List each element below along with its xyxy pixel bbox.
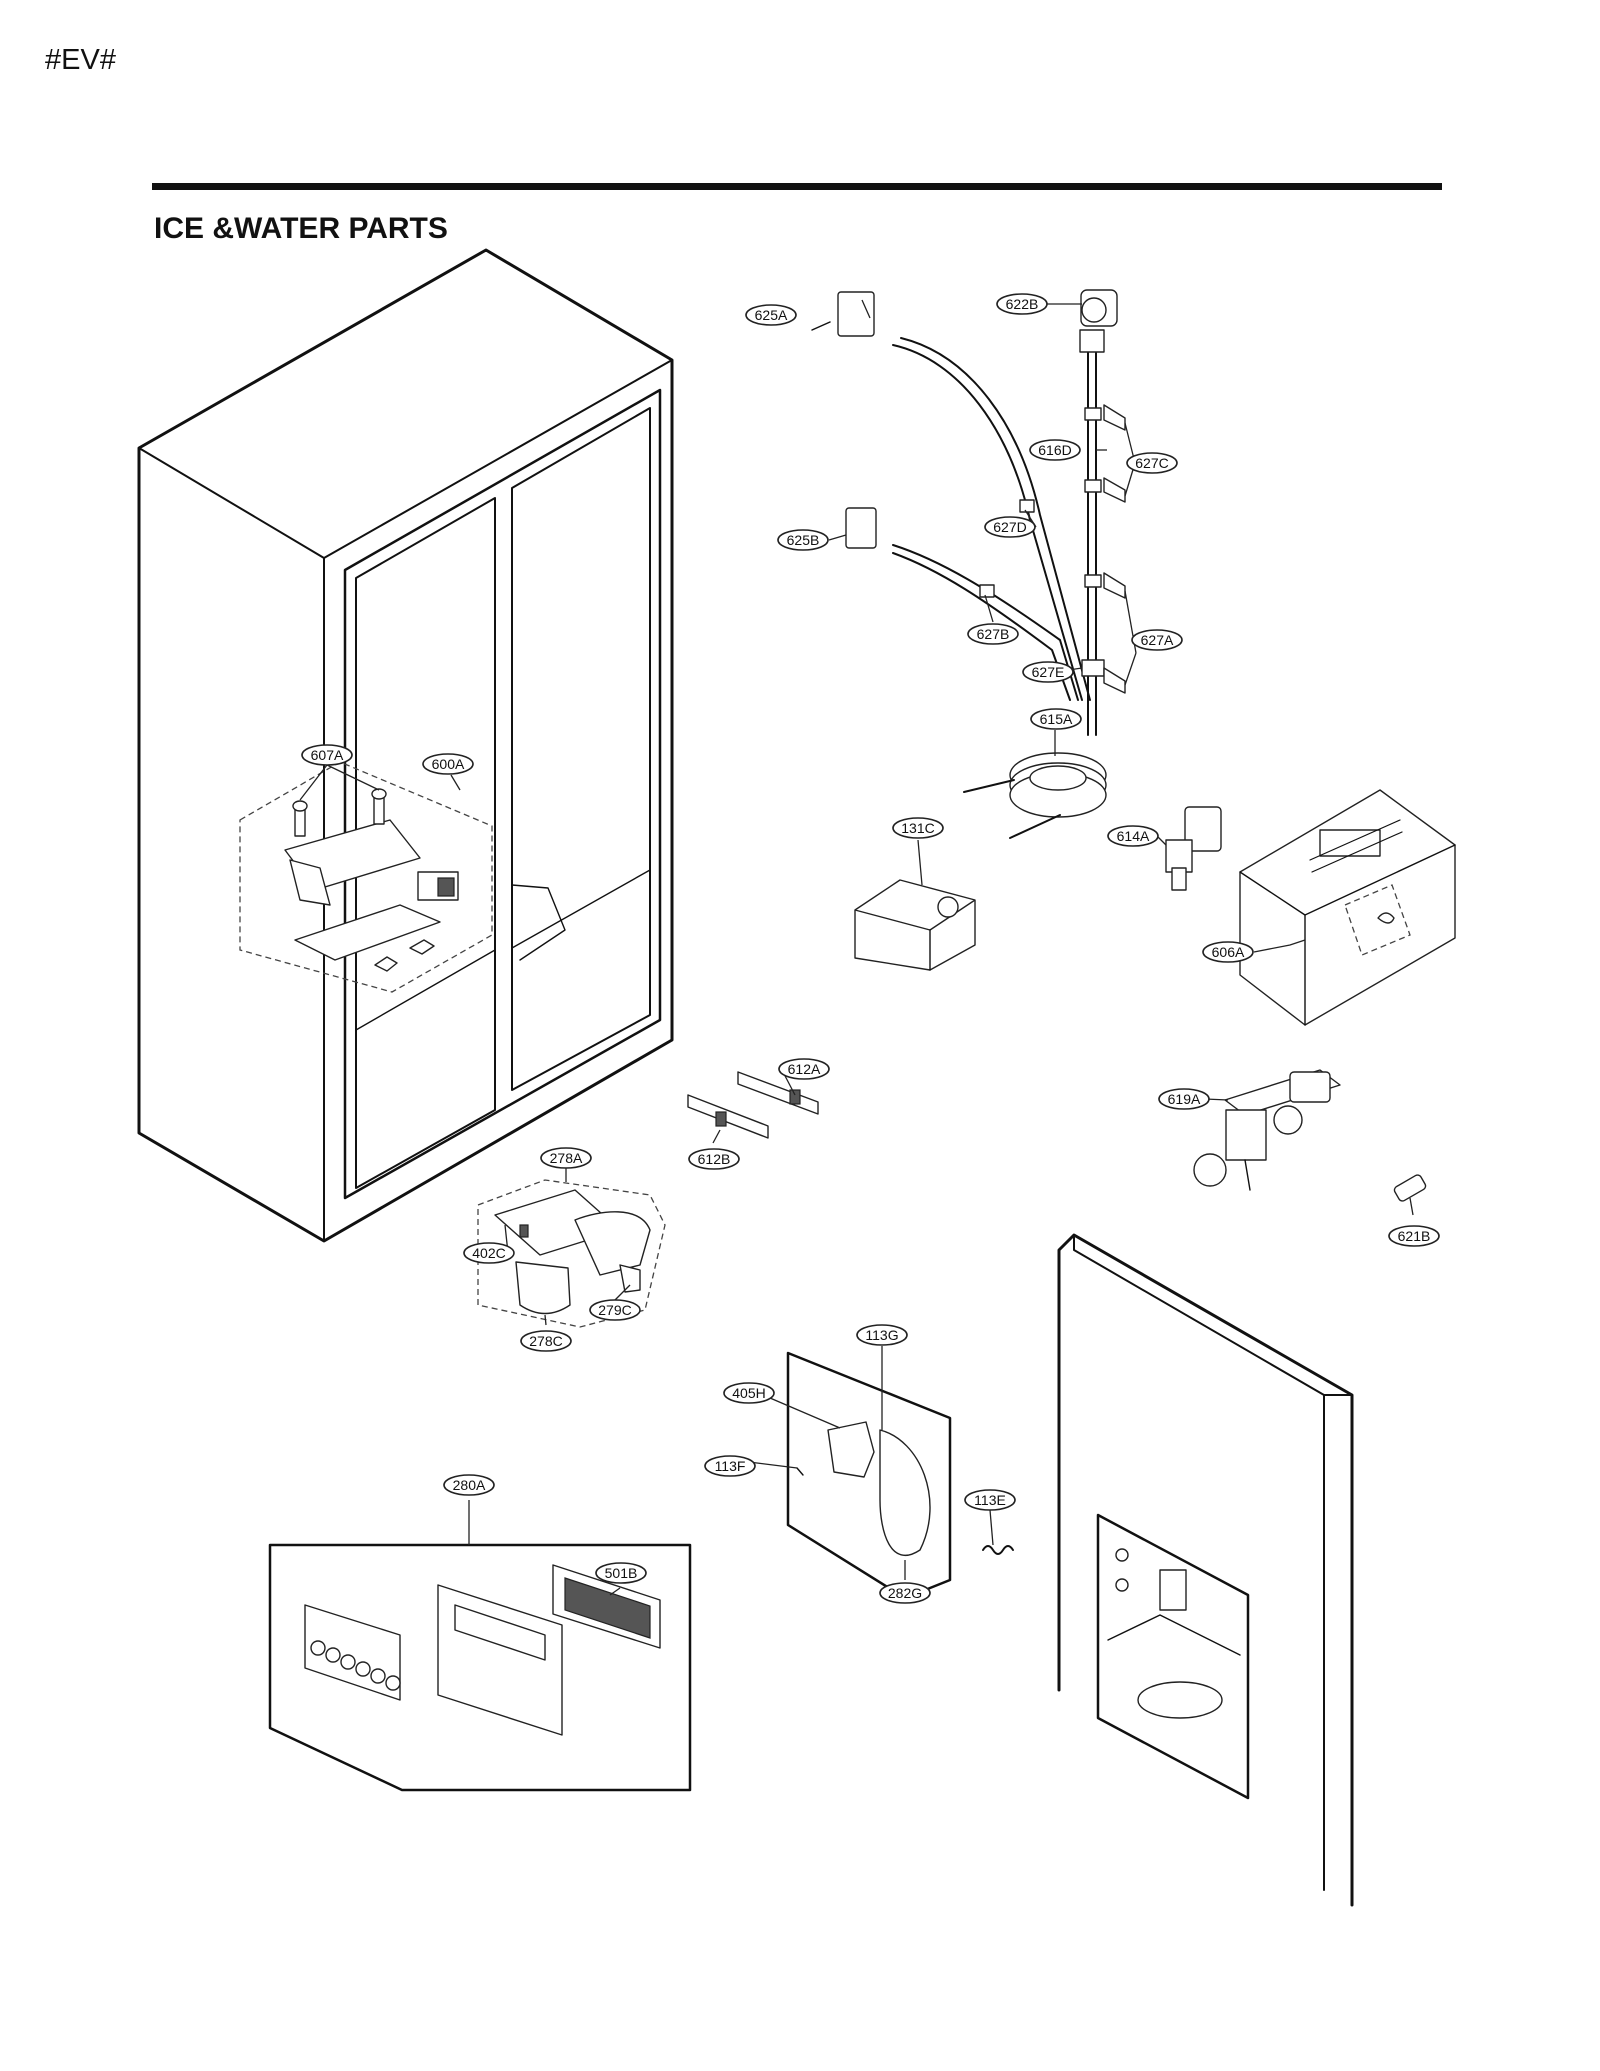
callout-279C: 279C <box>589 1299 641 1321</box>
svg-text:402C: 402C <box>472 1245 505 1261</box>
freezer-door <box>1057 1233 1354 1907</box>
callout-625B: 625B <box>777 529 829 551</box>
callout-625A: 625A <box>745 304 797 326</box>
svg-text:612A: 612A <box>788 1061 821 1077</box>
svg-text:600A: 600A <box>432 756 465 772</box>
dispenser-valve <box>1165 806 1222 891</box>
callout-627E: 627E <box>1022 661 1074 683</box>
callout-600A: 600A <box>422 753 474 775</box>
tube-connectors <box>811 291 877 549</box>
svg-text:607A: 607A <box>311 747 344 763</box>
callout-627A: 627A <box>1131 629 1183 651</box>
callout-282G: 282G <box>879 1582 931 1604</box>
callout-612B: 612B <box>688 1148 740 1170</box>
svg-text:627E: 627E <box>1032 664 1065 680</box>
corner-code: #EV# <box>45 44 116 76</box>
svg-text:627B: 627B <box>977 626 1010 642</box>
callout-627B: 627B <box>967 623 1019 645</box>
callout-627C: 627C <box>1126 452 1178 474</box>
callout-501B: 501B <box>595 1562 647 1584</box>
svg-text:615A: 615A <box>1040 711 1073 727</box>
header-rule <box>152 183 1442 190</box>
callout-278C: 278C <box>520 1330 572 1352</box>
svg-text:627C: 627C <box>1135 455 1168 471</box>
refrigerator-cabinet <box>137 248 674 1243</box>
callout-621B: 621B <box>1388 1225 1440 1247</box>
callout-615A: 615A <box>1030 708 1082 730</box>
callout-131C: 131C <box>892 817 944 839</box>
svg-text:612B: 612B <box>698 1151 731 1167</box>
svg-text:627A: 627A <box>1141 632 1174 648</box>
dispenser-lever-group <box>786 1351 952 1600</box>
svg-text:616D: 616D <box>1038 442 1071 458</box>
coiled-water-tube <box>963 752 1107 839</box>
ice-chute-assembly <box>477 1179 666 1328</box>
svg-text:405H: 405H <box>732 1385 765 1401</box>
panel-buttons <box>310 1640 401 1691</box>
water-tubing <box>892 289 1126 736</box>
water-inlet-valve <box>1193 1069 1341 1191</box>
svg-text:131C: 131C <box>901 820 934 836</box>
valve-bracket-housing <box>1239 789 1456 1026</box>
svg-text:501B: 501B <box>605 1565 638 1581</box>
callout-113G: 113G <box>856 1324 908 1346</box>
svg-text:113F: 113F <box>715 1458 746 1474</box>
callout-627D: 627D <box>984 516 1036 538</box>
callout-612A: 612A <box>778 1058 830 1080</box>
svg-text:606A: 606A <box>1212 944 1245 960</box>
ice-maker-assembly <box>239 761 493 993</box>
leader-lines <box>299 299 1414 1596</box>
callout-622B: 622B <box>996 293 1048 315</box>
svg-text:625B: 625B <box>787 532 820 548</box>
callout-607A: 607A <box>301 744 353 766</box>
spring <box>982 1545 1014 1555</box>
callout-616D: 616D <box>1029 439 1081 461</box>
svg-text:622B: 622B <box>1006 296 1039 312</box>
callout-614A: 614A <box>1107 825 1159 847</box>
svg-text:619A: 619A <box>1168 1091 1201 1107</box>
callout-402C: 402C <box>463 1242 515 1264</box>
section-title: ICE &WATER PARTS <box>154 212 448 245</box>
callout-280A: 280A <box>443 1474 495 1496</box>
svg-text:113G: 113G <box>865 1327 898 1343</box>
svg-text:279C: 279C <box>598 1302 631 1318</box>
ice-bucket <box>854 879 976 971</box>
callout-113E: 113E <box>964 1489 1016 1511</box>
svg-text:625A: 625A <box>755 307 788 323</box>
control-panel-group <box>268 1543 692 1792</box>
dispenser-rails <box>687 1071 819 1139</box>
callout-606A: 606A <box>1202 941 1254 963</box>
svg-text:621B: 621B <box>1398 1228 1431 1244</box>
callout-278A: 278A <box>540 1147 592 1169</box>
callout-113F: 113F <box>704 1455 756 1477</box>
svg-text:614A: 614A <box>1117 828 1150 844</box>
svg-text:278A: 278A <box>550 1150 583 1166</box>
svg-text:278C: 278C <box>529 1333 562 1349</box>
svg-text:627D: 627D <box>993 519 1026 535</box>
tube-fitting <box>1393 1174 1427 1202</box>
svg-text:113E: 113E <box>974 1492 1006 1508</box>
callout-405H: 405H <box>723 1382 775 1404</box>
callout-619A: 619A <box>1158 1088 1210 1110</box>
svg-text:282G: 282G <box>888 1585 922 1601</box>
svg-text:280A: 280A <box>453 1477 486 1493</box>
